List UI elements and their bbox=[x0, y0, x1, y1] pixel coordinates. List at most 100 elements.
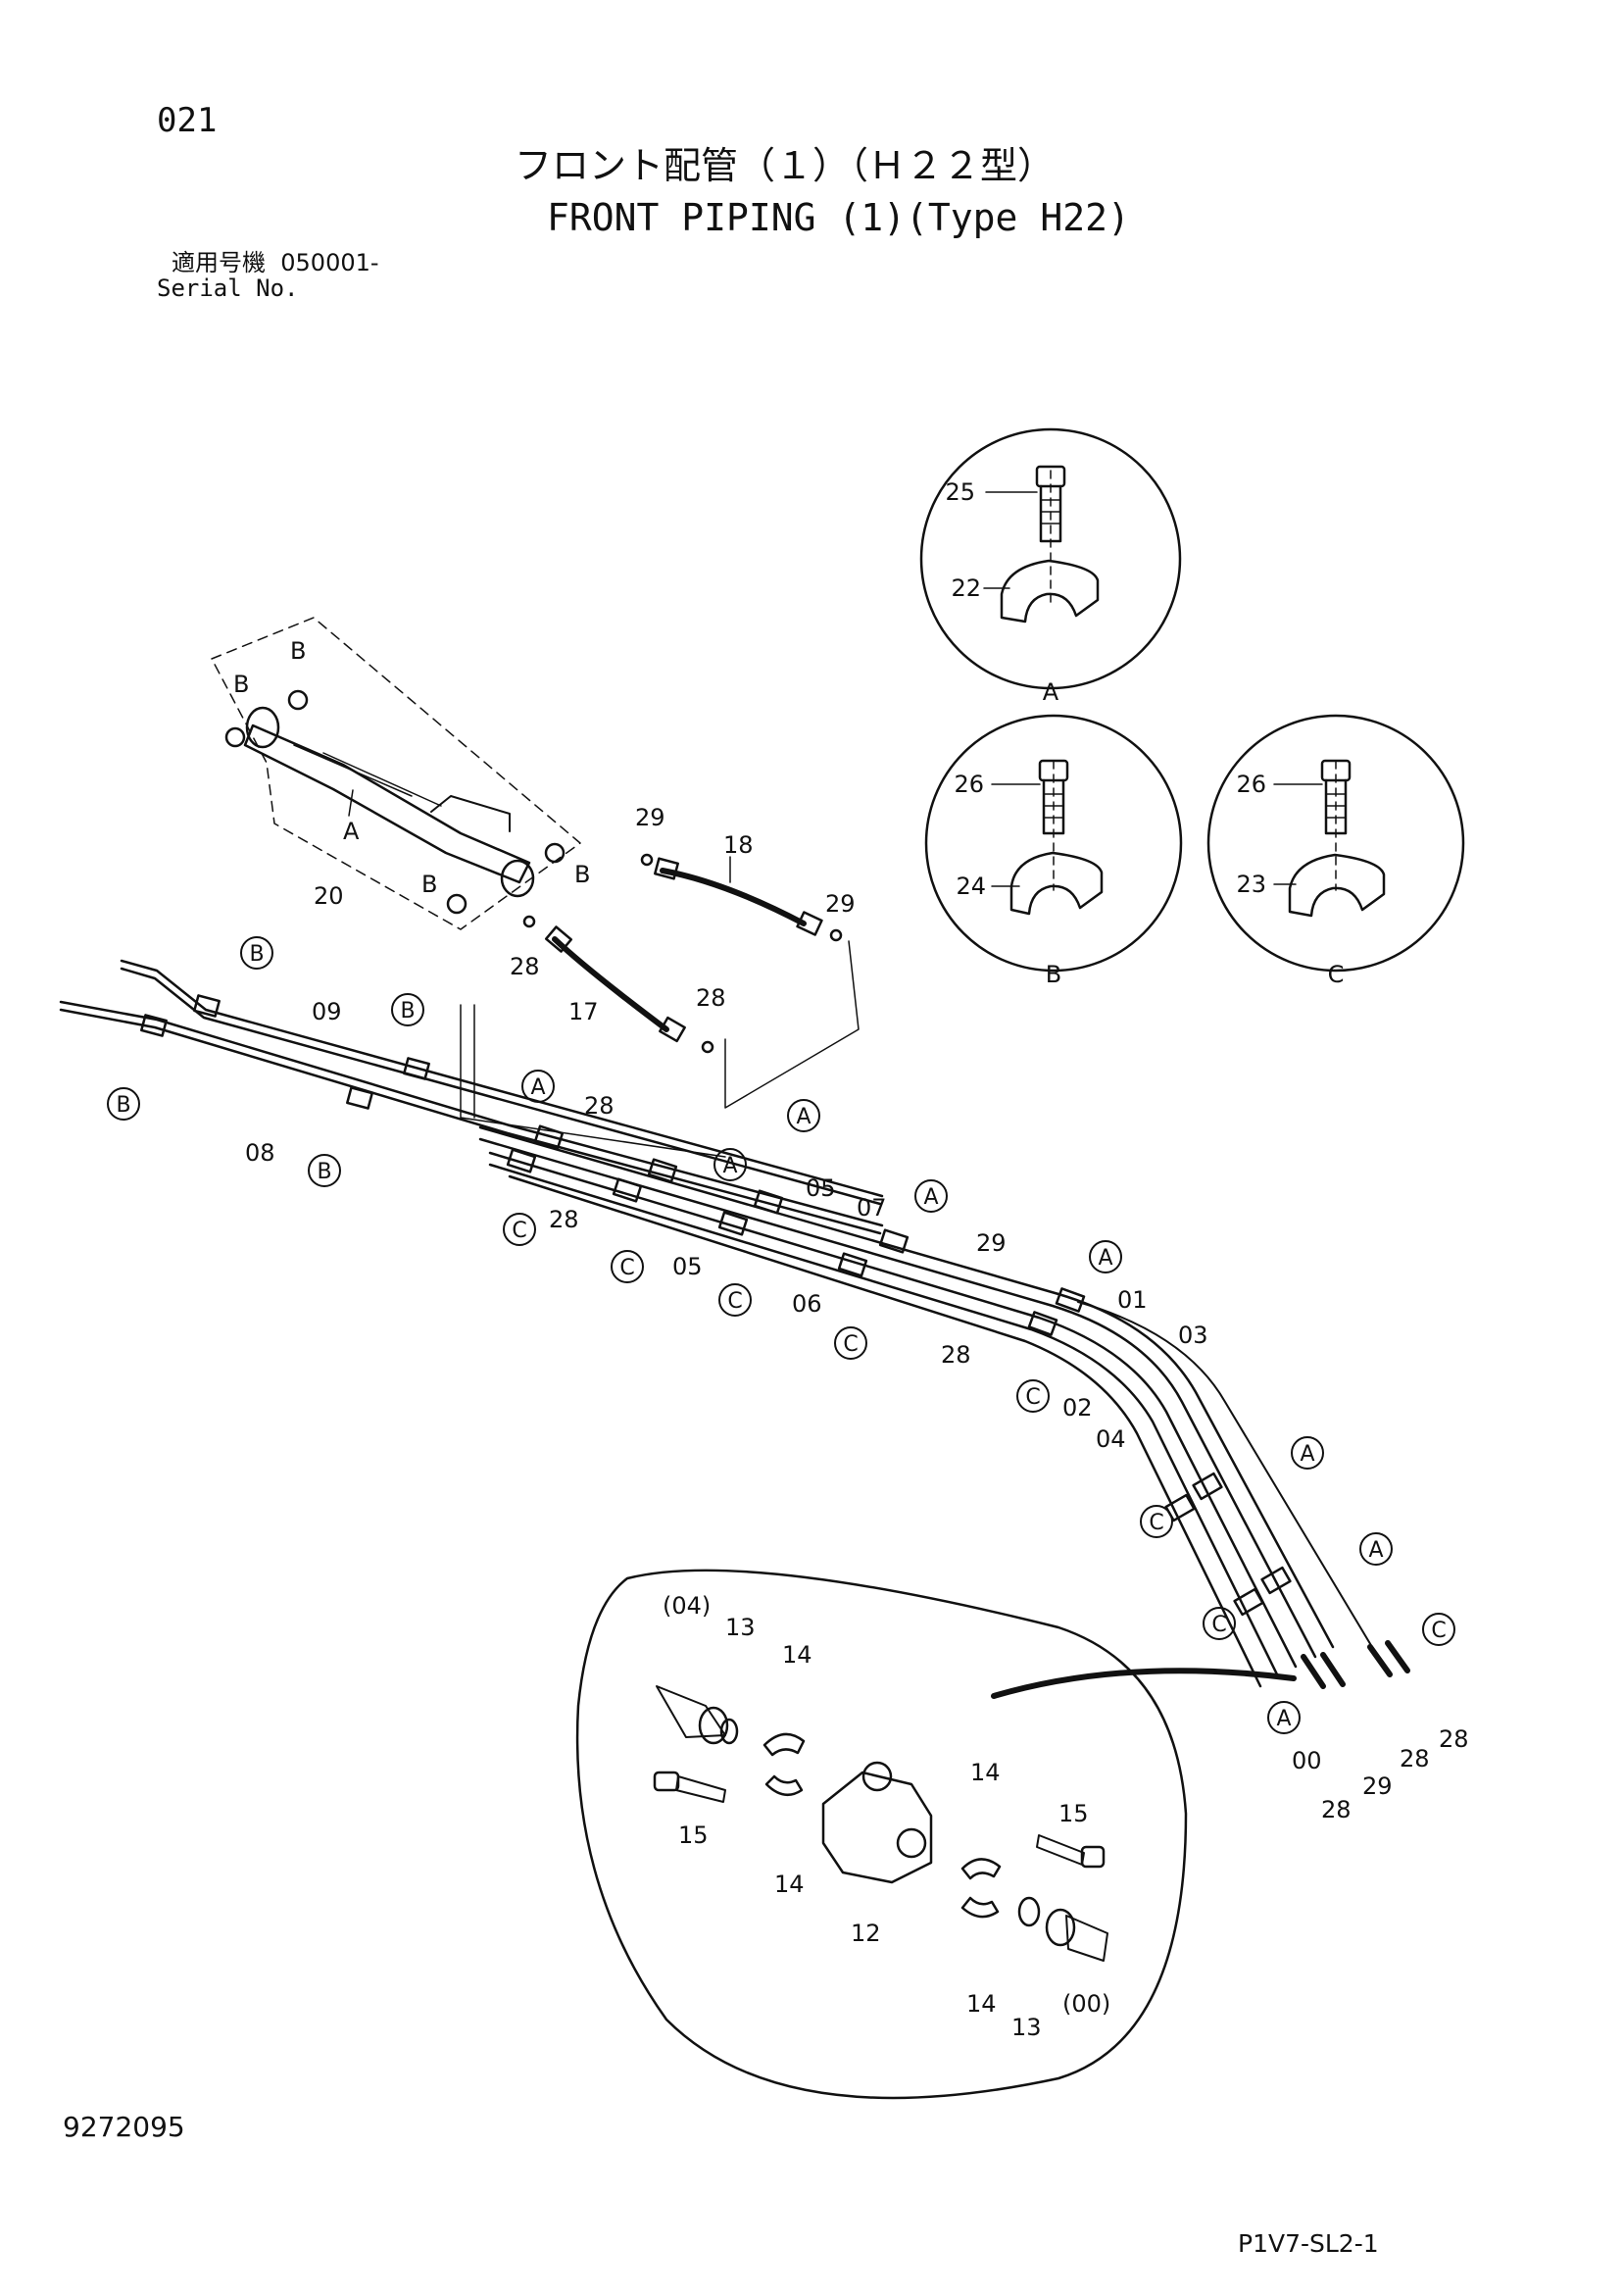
svg-text:A: A bbox=[722, 1154, 737, 1178]
callout-02: 02 bbox=[1062, 1394, 1093, 1422]
main-pipe-bundle: 01 02 03 04 05 05 06 07 28 28 28 29 00 2… bbox=[140, 994, 1469, 1823]
svg-text:A: A bbox=[1276, 1707, 1291, 1731]
callout-04: 04 bbox=[1096, 1425, 1126, 1453]
callout-29: 29 bbox=[976, 1229, 1007, 1257]
marker-c: C bbox=[718, 1283, 752, 1317]
detail-b-clamp-label: 24 bbox=[956, 873, 986, 900]
callout-14: 14 bbox=[782, 1641, 812, 1669]
flange-detail-view: (04) 13 14 15 14 12 14 15 14 13 (00) bbox=[575, 1569, 1297, 2100]
callout-29: 29 bbox=[635, 804, 665, 831]
svg-text:C: C bbox=[727, 1289, 742, 1314]
callout-13: 13 bbox=[1011, 2014, 1042, 2041]
detail-c-bolt-label: 26 bbox=[1236, 771, 1266, 798]
clamp-icon bbox=[1000, 559, 1100, 624]
cylinder-assembly: B B B B A 20 bbox=[211, 617, 590, 930]
callout-15: 15 bbox=[678, 1822, 709, 1849]
callout-28: 28 bbox=[1321, 1796, 1352, 1823]
callout-29: 29 bbox=[1362, 1772, 1393, 1800]
cylinder-eye bbox=[245, 706, 280, 749]
detail-c-label: C bbox=[1328, 961, 1345, 988]
detail-b-label: B bbox=[1046, 961, 1061, 988]
svg-text:C: C bbox=[1431, 1619, 1446, 1643]
detail-a-bolt-label: 25 bbox=[945, 478, 975, 506]
clamp-markers: A A A A A A A A B B B B C C C C C C C C bbox=[107, 936, 1455, 1734]
marker-a: A bbox=[343, 818, 360, 845]
bushing-icon bbox=[287, 689, 309, 711]
svg-text:B: B bbox=[400, 999, 415, 1023]
document-number: 9272095 bbox=[63, 2111, 185, 2143]
callout-00-detail: (00) bbox=[1062, 1990, 1110, 2018]
detail-c-clamp-label: 23 bbox=[1236, 871, 1266, 898]
marker-b: B bbox=[574, 861, 590, 888]
marker-a: A bbox=[914, 1179, 948, 1213]
svg-text:B: B bbox=[249, 942, 264, 967]
clamp-icon bbox=[1009, 851, 1104, 916]
callout-28: 28 bbox=[584, 1092, 615, 1120]
bushing-icon bbox=[446, 893, 467, 915]
bolt-icon bbox=[1038, 759, 1069, 782]
callout-29: 29 bbox=[825, 890, 856, 918]
callout-08: 08 bbox=[245, 1139, 275, 1167]
marker-a: A bbox=[713, 1148, 747, 1181]
marker-b: B bbox=[290, 637, 306, 665]
svg-text:B: B bbox=[317, 1160, 331, 1184]
callout-15: 15 bbox=[1058, 1800, 1089, 1827]
callout-28: 28 bbox=[549, 1206, 579, 1233]
serial-label-japanese: 適用号機 050001- bbox=[172, 251, 379, 275]
callout-20: 20 bbox=[314, 882, 344, 910]
marker-c: C bbox=[503, 1213, 536, 1246]
title-english: FRONT PIPING (1)(Type H22) bbox=[547, 196, 1130, 239]
serial-label-english: Serial No. bbox=[157, 275, 299, 302]
detail-a-label: A bbox=[1043, 678, 1059, 706]
marker-c: C bbox=[611, 1250, 644, 1283]
callout-05: 05 bbox=[672, 1253, 703, 1280]
bushing-icon bbox=[224, 726, 246, 748]
svg-text:C: C bbox=[619, 1256, 634, 1280]
callout-14: 14 bbox=[970, 1759, 1001, 1786]
marker-c: C bbox=[1140, 1505, 1173, 1538]
detail-a-clamp-label: 22 bbox=[951, 574, 981, 602]
svg-text:B: B bbox=[116, 1093, 130, 1118]
marker-a: A bbox=[521, 1070, 555, 1103]
detail-b-bolt-label: 26 bbox=[954, 771, 984, 798]
callout-17: 17 bbox=[568, 998, 599, 1025]
svg-text:C: C bbox=[1025, 1385, 1040, 1410]
callout-12: 12 bbox=[851, 1920, 881, 1947]
svg-text:C: C bbox=[512, 1219, 526, 1243]
callout-04-detail: (04) bbox=[663, 1592, 711, 1620]
svg-text:C: C bbox=[1211, 1613, 1226, 1637]
marker-b: B bbox=[240, 936, 273, 970]
callout-09: 09 bbox=[312, 998, 342, 1025]
svg-text:A: A bbox=[1098, 1246, 1112, 1271]
marker-a: A bbox=[1291, 1436, 1324, 1470]
callout-07: 07 bbox=[857, 1194, 887, 1222]
clamp-icon bbox=[140, 994, 1292, 1617]
callout-14: 14 bbox=[966, 1990, 997, 2018]
callout-28: 28 bbox=[510, 953, 540, 980]
svg-text:A: A bbox=[530, 1075, 545, 1100]
pipe-09: 09 bbox=[120, 959, 884, 1206]
detail-view-c: 26 23 C bbox=[1206, 714, 1465, 988]
hose-17: 17 28 28 bbox=[460, 915, 860, 1158]
assembly-boundary bbox=[211, 617, 581, 930]
callout-05: 05 bbox=[806, 1174, 836, 1202]
marker-b: B bbox=[233, 671, 249, 698]
callout-18: 18 bbox=[723, 831, 754, 859]
cylinder-body bbox=[243, 724, 531, 884]
svg-text:A: A bbox=[1368, 1538, 1383, 1563]
serial-value: 050001- bbox=[280, 249, 379, 276]
svg-text:A: A bbox=[1300, 1442, 1314, 1467]
marker-a: A bbox=[787, 1099, 820, 1132]
marker-a: A bbox=[1359, 1532, 1393, 1566]
callout-01: 01 bbox=[1117, 1286, 1148, 1314]
callout-28: 28 bbox=[1439, 1725, 1469, 1753]
bushing-icon bbox=[544, 842, 566, 864]
callout-28: 28 bbox=[696, 984, 726, 1012]
bolt-icon bbox=[1320, 759, 1352, 782]
page-number: 021 bbox=[157, 101, 218, 140]
marker-c: C bbox=[834, 1326, 867, 1360]
serial-label-jp: 適用号機 bbox=[172, 249, 266, 276]
title-japanese: フロント配管（１）（Ｈ２２型） bbox=[515, 144, 1056, 187]
clamp-icon bbox=[1288, 853, 1386, 918]
